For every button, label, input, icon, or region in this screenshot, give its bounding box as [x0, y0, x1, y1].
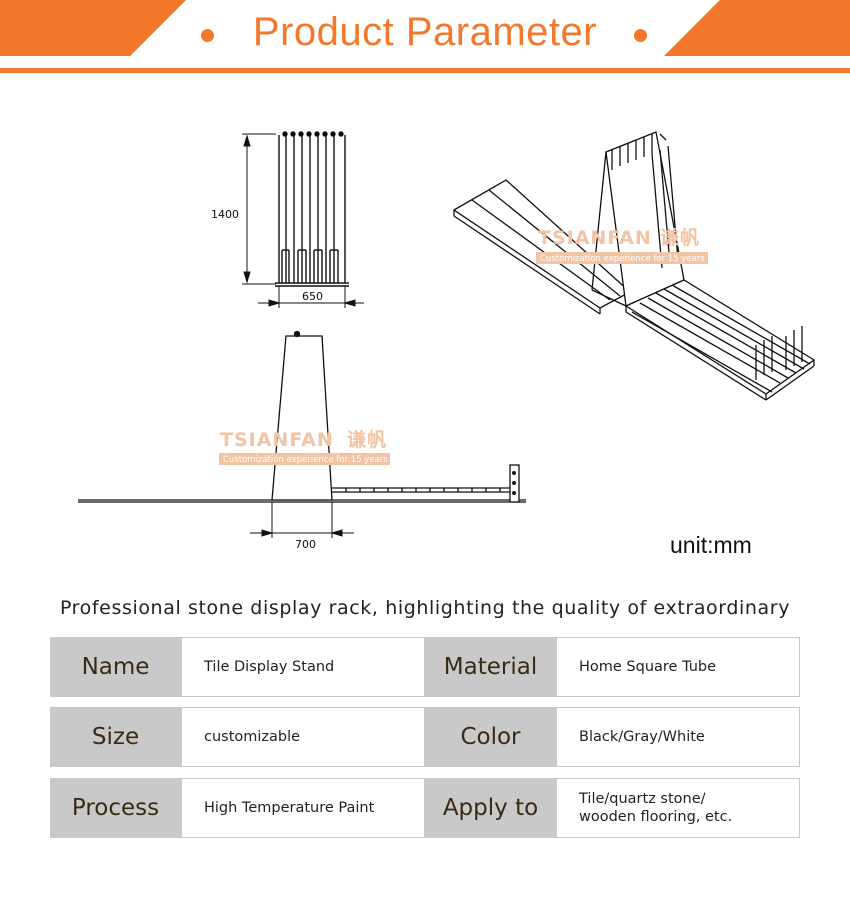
param-label: Name [50, 637, 181, 697]
watermark-tagline: Customization experience for 15 years [540, 254, 705, 264]
technical-drawing: 1400 650 [78, 131, 816, 551]
header-banner: Product Parameter [0, 0, 850, 74]
banner-dot-left [201, 29, 214, 42]
watermark-brand: TSIANFAN [220, 429, 334, 451]
front-view-drawing [275, 131, 349, 287]
side-width-label: 700 [295, 538, 316, 551]
unit-label: unit:mm [670, 532, 752, 558]
page-title: Product Parameter [252, 10, 598, 54]
param-value: Home Square Tube [556, 637, 800, 697]
front-width-label: 650 [302, 290, 323, 303]
param-label: Material [425, 637, 556, 697]
param-label: Color [425, 707, 556, 767]
watermark-side: TSIANFAN 谦帆 Customization experience for… [219, 428, 390, 465]
param-value: Tile Display Stand [181, 637, 425, 697]
side-width-dimension [250, 502, 354, 538]
param-value: Tile/quartz stone/ wooden flooring, etc. [556, 778, 800, 838]
height-label: 1400 [211, 208, 239, 221]
watermark-brand-cn: 谦帆 [347, 428, 387, 451]
param-value: High Temperature Paint [181, 778, 425, 838]
param-label: Process [50, 778, 181, 838]
param-row: Size customizable Color Black/Gray/White [50, 707, 800, 767]
param-value: customizable [181, 707, 425, 767]
height-dimension [242, 133, 276, 285]
side-view-drawing [78, 330, 526, 503]
watermark-iso: TSIANFAN 谦帆 Customization experience for… [536, 226, 708, 264]
banner-dot-right [634, 29, 647, 42]
isometric-view-drawing [452, 131, 816, 401]
param-row: Process High Temperature Paint Apply to … [50, 778, 800, 838]
product-tagline: Professional stone display rack, highlig… [59, 597, 791, 619]
front-width-dimension [258, 286, 364, 308]
param-label: Apply to [425, 778, 556, 838]
param-row: Name Tile Display Stand Material Home Sq… [50, 637, 800, 697]
banner-underline [0, 68, 850, 73]
watermark-brand-cn: 谦帆 [660, 226, 700, 249]
watermark-brand: TSIANFAN [538, 227, 652, 249]
param-label: Size [50, 707, 181, 767]
watermark-tagline: Customization experience for 15 years [223, 455, 388, 465]
param-value: Black/Gray/White [556, 707, 800, 767]
